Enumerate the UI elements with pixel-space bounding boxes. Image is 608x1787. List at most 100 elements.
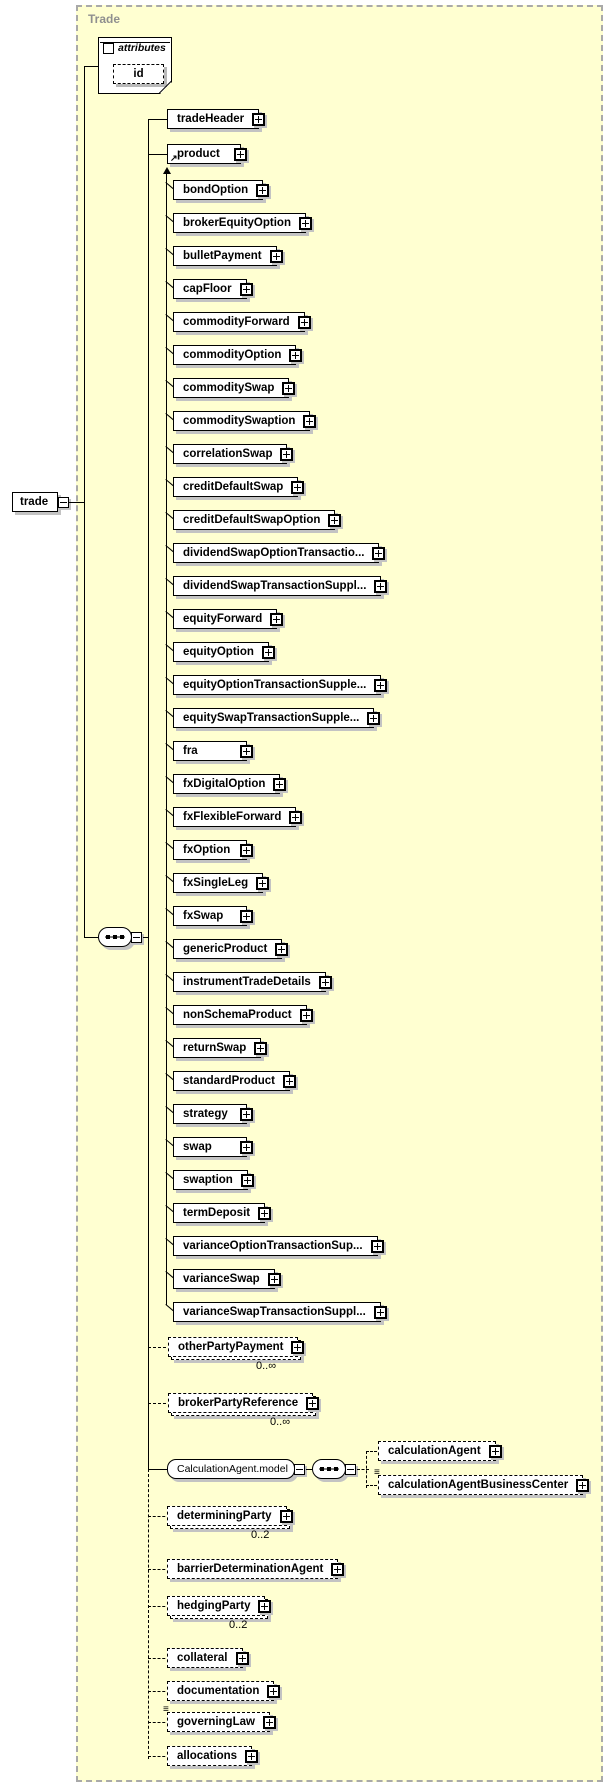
expand-icon[interactable] xyxy=(280,448,294,461)
expand-icon[interactable] xyxy=(328,514,342,527)
element-box-fra[interactable]: fra xyxy=(173,741,253,761)
expand-icon[interactable] xyxy=(254,1042,268,1055)
element-box-creditDefaultSwapOption[interactable]: creditDefaultSwapOption xyxy=(173,510,342,530)
collapse-icon[interactable] xyxy=(131,932,142,943)
expand-icon[interactable] xyxy=(240,1141,253,1154)
element-box-calculationAgent[interactable]: calculationAgent xyxy=(378,1441,502,1461)
collapse-icon[interactable] xyxy=(103,43,114,54)
expand-icon[interactable] xyxy=(240,1108,253,1121)
expand-icon[interactable] xyxy=(289,349,303,362)
expand-icon[interactable] xyxy=(245,1750,259,1763)
expand-icon[interactable] xyxy=(252,113,266,126)
expand-icon[interactable] xyxy=(267,1685,281,1698)
expand-icon[interactable] xyxy=(282,382,296,395)
element-box-dividendSwapTransactionSuppl[interactable]: dividendSwapTransactionSuppl... xyxy=(173,576,388,596)
collapse-icon[interactable] xyxy=(345,1464,356,1475)
expand-icon[interactable] xyxy=(240,283,253,296)
expand-icon[interactable] xyxy=(291,1341,305,1354)
expand-icon[interactable] xyxy=(488,1445,502,1458)
expand-icon[interactable] xyxy=(240,745,253,758)
element-box-fxSwap[interactable]: fxSwap xyxy=(173,906,253,926)
element-box-swap[interactable]: swap xyxy=(173,1137,253,1157)
element-box-fxOption[interactable]: fxOption xyxy=(173,840,253,860)
expand-icon[interactable] xyxy=(370,1240,384,1253)
element-box-strategy[interactable]: strategy xyxy=(173,1104,253,1124)
expand-icon[interactable] xyxy=(306,1397,320,1410)
element-box-bulletPayment[interactable]: bulletPayment xyxy=(173,246,283,266)
element-box-correlationSwap[interactable]: correlationSwap xyxy=(173,444,294,464)
expand-icon[interactable] xyxy=(267,1273,281,1286)
element-box-genericProduct[interactable]: genericProduct xyxy=(173,939,289,959)
element-box-calculationAgentBusinessCenter[interactable]: calculationAgentBusinessCenter xyxy=(378,1475,590,1495)
expand-icon[interactable] xyxy=(372,547,386,560)
expand-icon[interactable] xyxy=(258,1207,272,1220)
expand-icon[interactable] xyxy=(303,415,317,428)
expand-icon[interactable] xyxy=(373,1306,387,1319)
element-box-brokerEquityOption[interactable]: brokerEquityOption xyxy=(173,213,312,233)
expand-icon[interactable] xyxy=(235,1652,249,1665)
element-box-governingLaw[interactable]: governingLaw xyxy=(167,1712,276,1732)
element-box-commoditySwaption[interactable]: commoditySwaption xyxy=(173,411,317,431)
element-box-barrierDeterminationAgent[interactable]: barrierDeterminationAgent xyxy=(167,1559,345,1579)
expand-icon[interactable] xyxy=(261,646,275,659)
expand-icon[interactable] xyxy=(367,712,381,725)
element-box-varianceOptionTransactionSup[interactable]: varianceOptionTransactionSup... xyxy=(173,1236,384,1256)
element-box-instrumentTradeDetails[interactable]: instrumentTradeDetails xyxy=(173,972,332,992)
element-box-bondOption[interactable]: bondOption xyxy=(173,180,270,200)
expand-icon[interactable] xyxy=(234,148,247,161)
element-box-hedgingParty[interactable]: hedgingParty xyxy=(167,1596,272,1616)
group-box-CalculationAgent-model[interactable]: CalculationAgent.model xyxy=(167,1459,305,1479)
element-box-determiningParty[interactable]: determiningParty xyxy=(167,1506,293,1526)
element-box-fxFlexibleForward[interactable]: fxFlexibleForward xyxy=(173,807,303,827)
expand-icon[interactable] xyxy=(374,580,388,593)
element-box-fxDigitalOption[interactable]: fxDigitalOption xyxy=(173,774,287,794)
expand-icon[interactable] xyxy=(289,811,303,824)
element-box-equityOption[interactable]: equityOption xyxy=(173,642,275,662)
expand-icon[interactable] xyxy=(275,943,289,956)
expand-icon[interactable] xyxy=(374,679,388,692)
expand-icon[interactable] xyxy=(240,1174,254,1187)
expand-icon[interactable] xyxy=(298,217,312,230)
element-box-trade[interactable]: trade xyxy=(12,492,69,512)
expand-icon[interactable] xyxy=(576,1479,590,1492)
collapse-icon[interactable] xyxy=(58,497,69,508)
element-box-termDeposit[interactable]: termDeposit xyxy=(173,1203,272,1223)
expand-icon[interactable] xyxy=(256,184,270,197)
expand-icon[interactable] xyxy=(262,1716,276,1729)
element-box-equitySwapTransactionSupple[interactable]: equitySwapTransactionSupple... xyxy=(173,708,381,728)
expand-icon[interactable] xyxy=(291,481,305,494)
element-box-commoditySwap[interactable]: commoditySwap xyxy=(173,378,296,398)
collapse-icon[interactable] xyxy=(294,1464,305,1475)
expand-icon[interactable] xyxy=(258,1600,272,1613)
sequence-compositor[interactable] xyxy=(98,927,142,947)
element-box-varianceSwap[interactable]: varianceSwap xyxy=(173,1269,281,1289)
expand-icon[interactable] xyxy=(318,976,332,989)
expand-icon[interactable] xyxy=(273,778,287,791)
element-box-nonSchemaProduct[interactable]: nonSchemaProduct xyxy=(173,1005,313,1025)
element-box-standardProduct[interactable]: standardProduct xyxy=(173,1071,297,1091)
element-box-fxSingleLeg[interactable]: fxSingleLeg xyxy=(173,873,270,893)
element-box-equityOptionTransactionSupple[interactable]: equityOptionTransactionSupple... xyxy=(173,675,388,695)
element-box-equityForward[interactable]: equityForward xyxy=(173,609,284,629)
expand-icon[interactable] xyxy=(270,613,284,626)
element-box-tradeHeader[interactable]: tradeHeader xyxy=(167,109,266,129)
attribute-box-id[interactable]: id xyxy=(113,64,164,84)
element-box-swaption[interactable]: swaption xyxy=(173,1170,254,1190)
expand-icon[interactable] xyxy=(297,316,311,329)
element-box-dividendSwapOptionTransactio[interactable]: dividendSwapOptionTransactio... xyxy=(173,543,386,563)
expand-icon[interactable] xyxy=(240,910,253,923)
element-box-returnSwap[interactable]: returnSwap xyxy=(173,1038,268,1058)
element-box-allocations[interactable]: allocations xyxy=(167,1746,259,1766)
expand-icon[interactable] xyxy=(240,844,253,857)
element-box-otherPartyPayment[interactable]: otherPartyPayment xyxy=(168,1337,305,1357)
expand-icon[interactable] xyxy=(299,1009,313,1022)
expand-icon[interactable] xyxy=(269,250,283,263)
element-box-commodityOption[interactable]: commodityOption xyxy=(173,345,303,365)
element-box-brokerPartyReference[interactable]: brokerPartyReference xyxy=(168,1393,320,1413)
element-box-creditDefaultSwap[interactable]: creditDefaultSwap xyxy=(173,477,305,497)
element-box-product[interactable]: product xyxy=(167,144,247,164)
element-box-commodityForward[interactable]: commodityForward xyxy=(173,312,311,332)
expand-icon[interactable] xyxy=(283,1075,297,1088)
sequence-compositor[interactable] xyxy=(312,1459,356,1479)
expand-icon[interactable] xyxy=(331,1563,345,1576)
